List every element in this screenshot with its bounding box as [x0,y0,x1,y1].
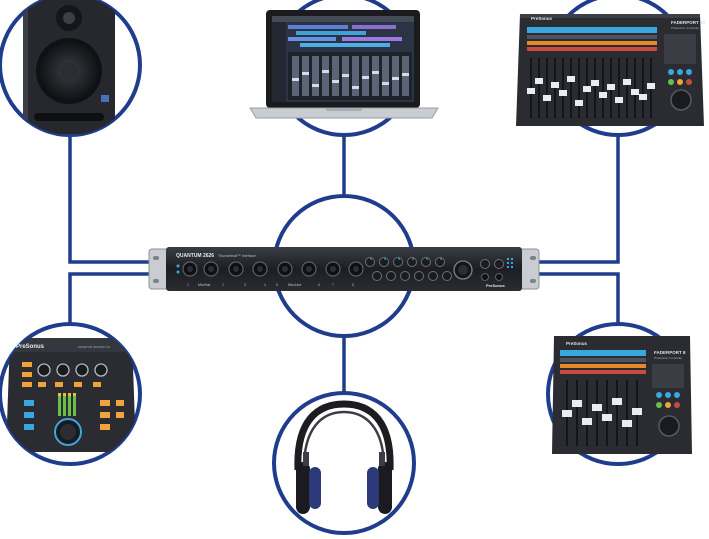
channel-number: 7 [332,283,334,287]
faderport-8-controller[interactable]: PreSonus FADERPORT 8 Production Controll… [546,322,692,466]
input-group-label-right: Mic/Line [288,283,301,287]
laptop-computer[interactable] [249,0,439,137]
headphones[interactable] [272,391,416,535]
faderport-16-select-buttons[interactable] [527,27,657,51]
speaker-logo-icon [101,95,109,102]
meter-leds [507,258,513,268]
monitor-station-buttons[interactable] [24,400,124,430]
channel-number: 5 [276,283,278,287]
channel-number: 1 [187,283,189,287]
channel-number: 2 [222,283,224,287]
faderport-8-sub: Production Controller [654,356,682,360]
interface-thunderbolt-label: Thunderbolt™ Interface [218,254,256,258]
monitor-station-model: MONITOR STATION V2 [78,345,110,349]
interface-model-label: QUANTUM 2626 [176,253,214,259]
headphone-outputs[interactable] [480,259,504,281]
monitor-station-brand: PreSonus [16,344,45,350]
monitor-station-knobs[interactable] [22,362,108,387]
monitor-station-controller[interactable]: PreSonus MONITOR STATION V2 [0,322,142,466]
channel-number: 6 [318,283,320,287]
monitor-station-meters [58,393,76,416]
laptop-base [249,107,439,119]
channel-numbers: 1 2 3 4 5 6 7 8 [187,283,354,287]
faderport-16-fader-caps[interactable] [527,76,655,106]
line-monitor-station [68,272,160,323]
connection-lines [68,136,620,392]
headband-icon [294,400,394,471]
faderport-8-fader-caps[interactable] [562,398,642,427]
monitor-volume-knob[interactable] [54,418,82,446]
channel-number: 3 [244,283,246,287]
faderport-8-select-buttons[interactable] [560,350,646,374]
faderport-16-controller[interactable]: PreSonus FADERPORT 16 Production Control… [516,0,706,137]
faderport-8-transport[interactable] [652,364,684,437]
faderport-16-brand: PreSonus [531,16,553,21]
main-volume-knob[interactable] [453,260,473,280]
daw-tracks [288,25,402,47]
interface-brand-label: PreSonus [486,283,505,288]
combo-input-jacks[interactable] [182,261,364,277]
line-speaker [68,136,160,264]
channel-number: 4 [264,283,266,287]
input-group-label-left: Mic/Inst [198,283,210,287]
quantum-2626-interface[interactable]: QUANTUM 2626 Thunderbolt™ Interface Mic/… [148,247,540,291]
faderport-8-brand: PreSonus [566,341,588,346]
gain-knobs[interactable] [365,257,452,281]
channel-number: 8 [352,283,354,287]
line-faderport-8 [530,272,620,323]
left-earcup-icon [296,452,321,514]
speaker-port [34,113,104,121]
interface-status-leds [176,264,180,274]
daw-mixer [288,52,412,100]
faderport-16-sub: Production Controller [671,26,699,30]
faderport-8-model: FADERPORT 8 [654,350,686,355]
studio-monitor-speaker[interactable] [0,0,142,137]
right-earcup-icon [367,452,392,514]
faderport-16-model: FADERPORT 16 [671,20,706,25]
line-faderport-16 [530,136,620,264]
faderport-16-transport[interactable] [664,34,696,111]
